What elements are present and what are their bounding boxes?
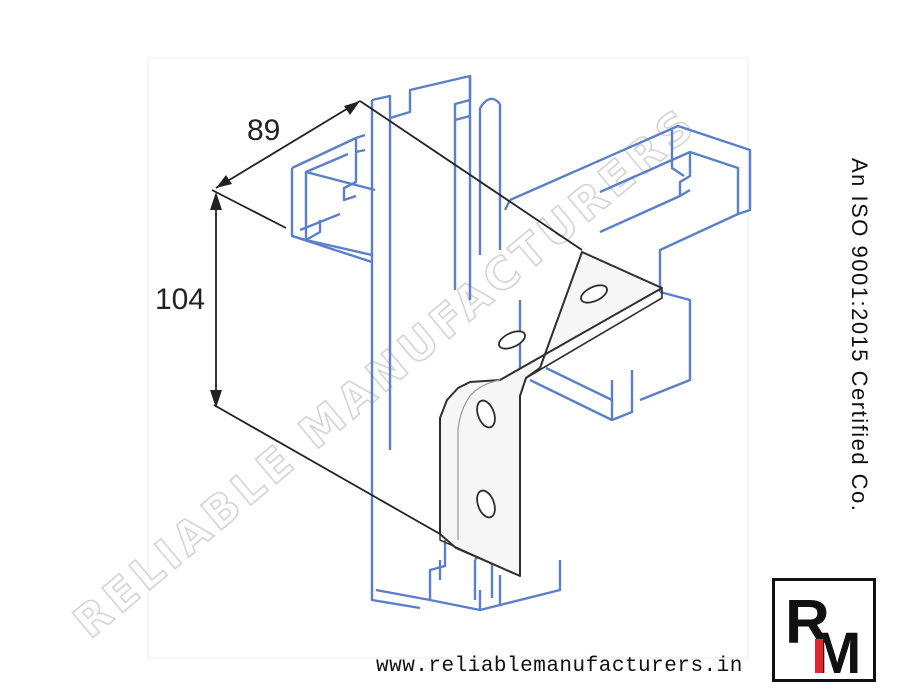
bolt-hole — [498, 330, 526, 350]
height-label: 104 — [155, 283, 205, 316]
company-logo: R M — [772, 578, 876, 682]
height-dimension — [210, 192, 441, 535]
bolt-hole — [476, 399, 496, 429]
bolt-hole — [476, 489, 496, 519]
width-label: 89 — [247, 114, 280, 147]
bolt-hole — [580, 284, 608, 304]
horizontal-channel — [290, 124, 752, 422]
certification-note: An ISO 9001:2015 Certified Co. — [847, 158, 872, 513]
diagram-frame — [147, 57, 749, 659]
website-url[interactable]: www.reliablemanufacturers.in — [376, 655, 743, 678]
vertical-channel — [370, 74, 562, 612]
watermark: RELIABLE MANUFACTURERS — [64, 97, 707, 648]
logo-accent-bar — [815, 639, 823, 673]
angle-bracket — [439, 251, 663, 577]
width-dimension — [211, 100, 583, 251]
